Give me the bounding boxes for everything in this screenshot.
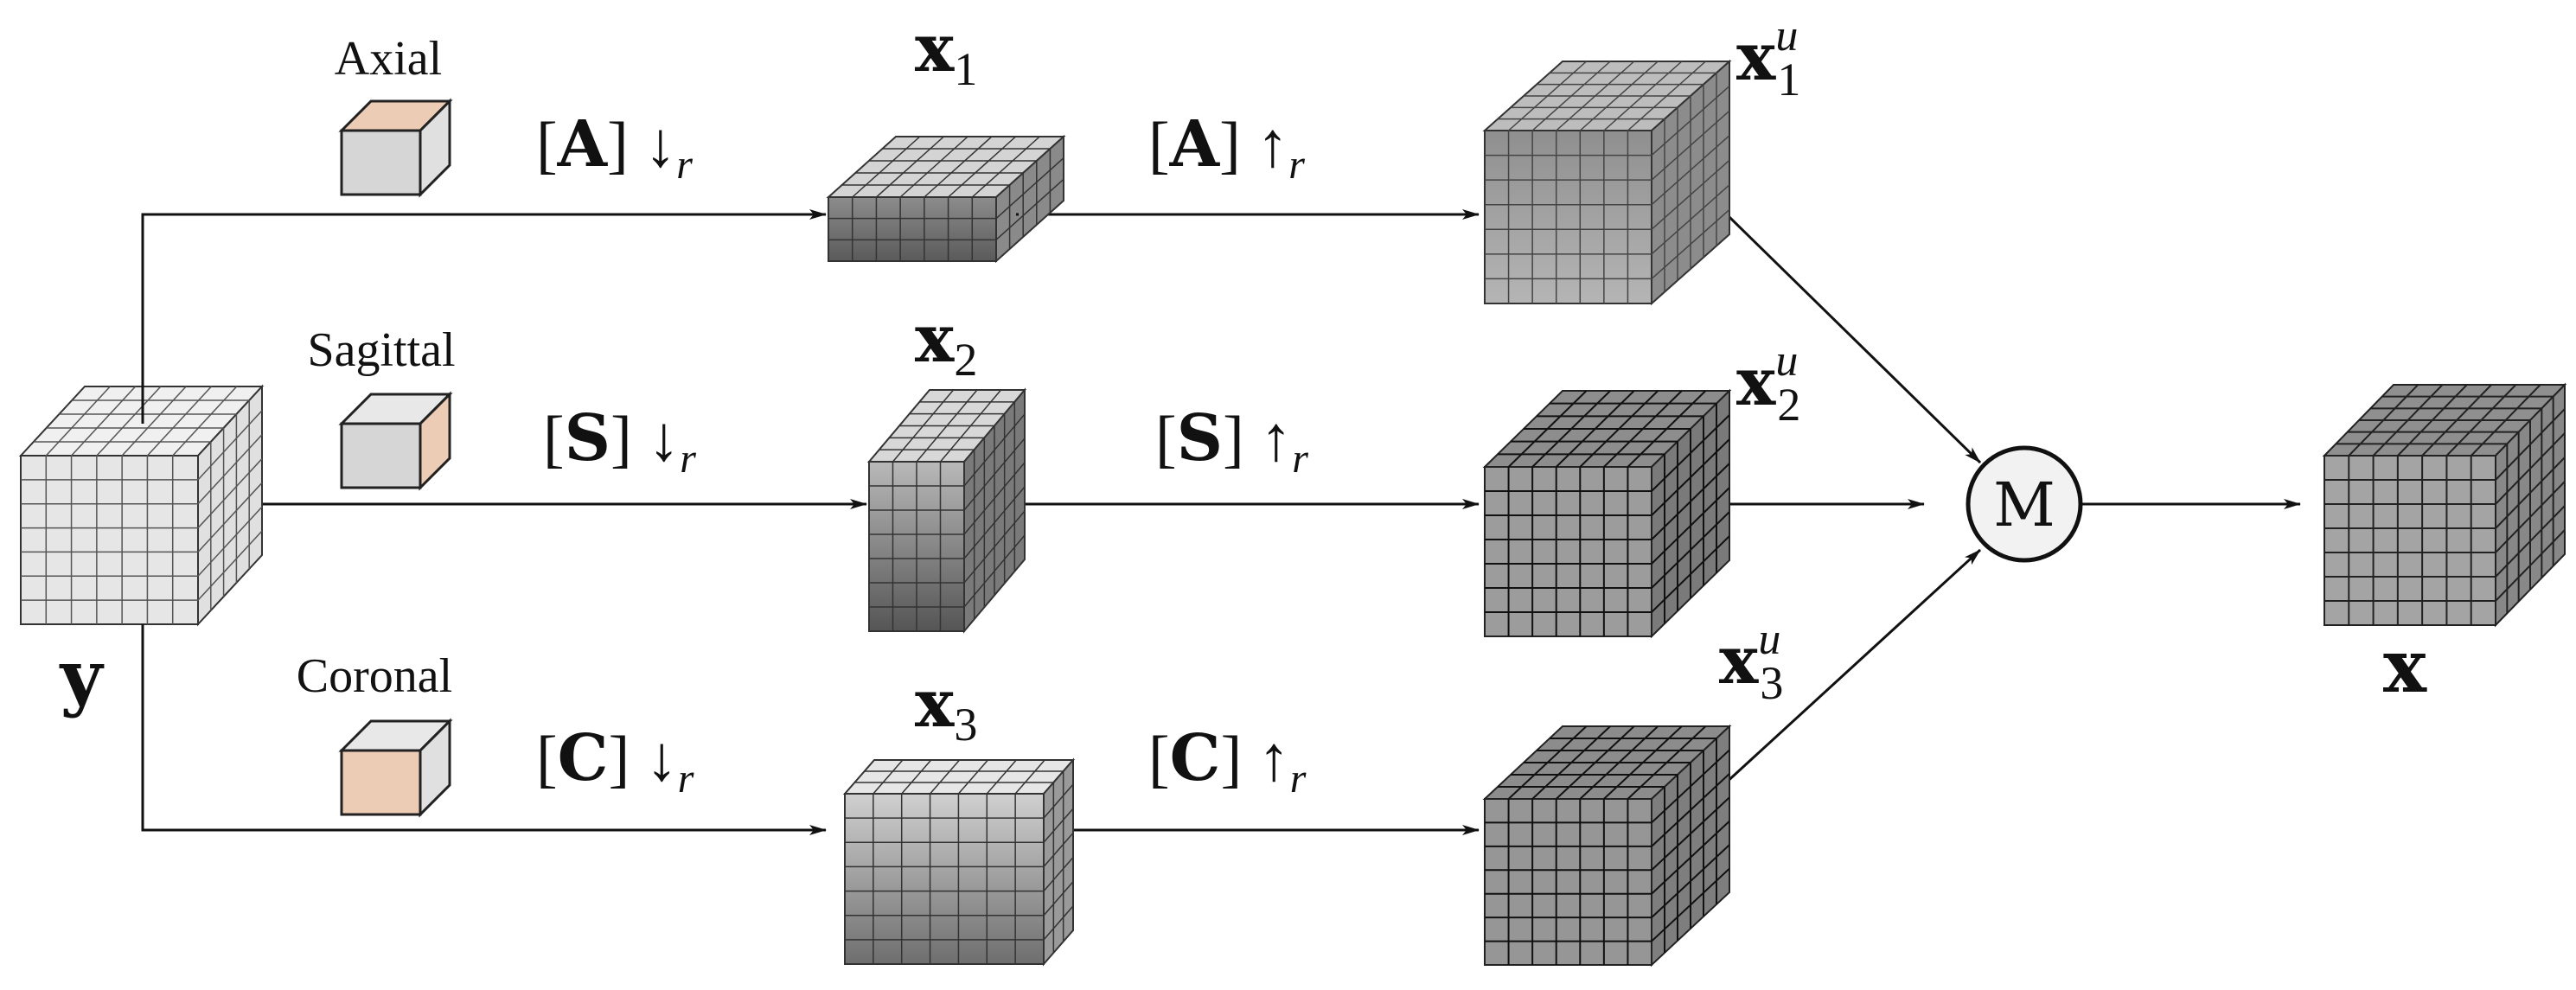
lowres-cube-1 xyxy=(826,134,1066,264)
orientation-labels: Axial Sagittal Coronal xyxy=(297,32,456,703)
lowres-label-1: x1 xyxy=(915,10,977,95)
volume-cubes xyxy=(18,59,2567,968)
lowres-cube-2-grid xyxy=(869,389,1026,631)
merge-node: M xyxy=(1966,445,2083,563)
upsampled-cube-2-front-face xyxy=(1484,466,1652,637)
connections xyxy=(141,180,2301,835)
up-op-1: [A] ↑r xyxy=(1148,107,1305,188)
orientation-cubes xyxy=(338,98,453,818)
merge-line-3 xyxy=(1691,548,1982,814)
lowres-labels: x1 x2 x3 xyxy=(915,10,977,750)
input-cube-front-face xyxy=(20,455,199,625)
branch-line-axial xyxy=(141,209,827,424)
upsampled-cube-3 xyxy=(1482,724,1732,968)
down-op-2: [S] ↓r xyxy=(543,401,696,482)
orientation-cube-axial xyxy=(338,98,453,198)
lowres-label-3: x3 xyxy=(915,665,977,750)
merge-line-1 xyxy=(1691,180,1982,464)
merge-circle xyxy=(1966,445,2083,563)
up-op-2: [S] ↑r xyxy=(1155,401,1308,482)
lowres-cube-1-front-face xyxy=(828,196,997,262)
output-cube-front-face xyxy=(2324,455,2496,626)
orientation-cube-sagittal xyxy=(338,391,453,491)
input-cube-grid xyxy=(21,386,263,624)
orientation-cube-coronal xyxy=(338,718,453,818)
orientation-label-axial: Axial xyxy=(335,32,442,86)
upsampled-cube-1-grid xyxy=(1485,61,1730,303)
orientation-cube-coronal-front-face xyxy=(340,749,422,816)
upsampled-cube-3-front-face xyxy=(1484,798,1652,966)
output-cube xyxy=(2322,382,2567,628)
lowres-cube-3-grid xyxy=(845,759,1074,964)
branch-line-coronal xyxy=(141,624,827,835)
up-op-3: [C] ↑r xyxy=(1148,721,1307,802)
lowres-label-2: x2 xyxy=(915,300,977,386)
orientation-label-sagittal: Sagittal xyxy=(307,323,455,377)
lowres-cube-3-top-face xyxy=(842,759,1076,795)
merge-label: M xyxy=(1993,469,2055,540)
lowres-cube-3 xyxy=(842,757,1076,967)
output-label: x xyxy=(2383,623,2427,709)
upsampled-cube-2 xyxy=(1482,388,1732,639)
lowres-cube-2 xyxy=(866,387,1027,634)
orientation-cube-sagittal-front-face xyxy=(340,422,422,489)
lowres-cube-3-front-face xyxy=(844,793,1045,965)
down-op-3: [C] ↓r xyxy=(536,721,694,802)
upsampled-cube-1-front-face xyxy=(1484,130,1652,304)
input-label: y xyxy=(59,634,105,719)
down-op-1: [A] ↓r xyxy=(536,107,693,188)
orientation-cube-axial-front-face xyxy=(340,129,422,196)
upsampled-cube-1 xyxy=(1482,59,1732,306)
upsampled-cube-2-grid xyxy=(1485,390,1730,636)
down-operators: [A] ↓r [S] ↓r [C] ↓r xyxy=(536,107,696,802)
output-cube-grid xyxy=(2324,384,2566,625)
lowres-cube-1-grid xyxy=(828,136,1064,261)
connection-overlays xyxy=(141,213,1019,657)
orientation-label-coronal: Coronal xyxy=(297,649,452,703)
upsampled-cube-3-grid xyxy=(1485,725,1730,965)
up-operators: [A] ↑r [S] ↑r [C] ↑r xyxy=(1148,107,1308,802)
